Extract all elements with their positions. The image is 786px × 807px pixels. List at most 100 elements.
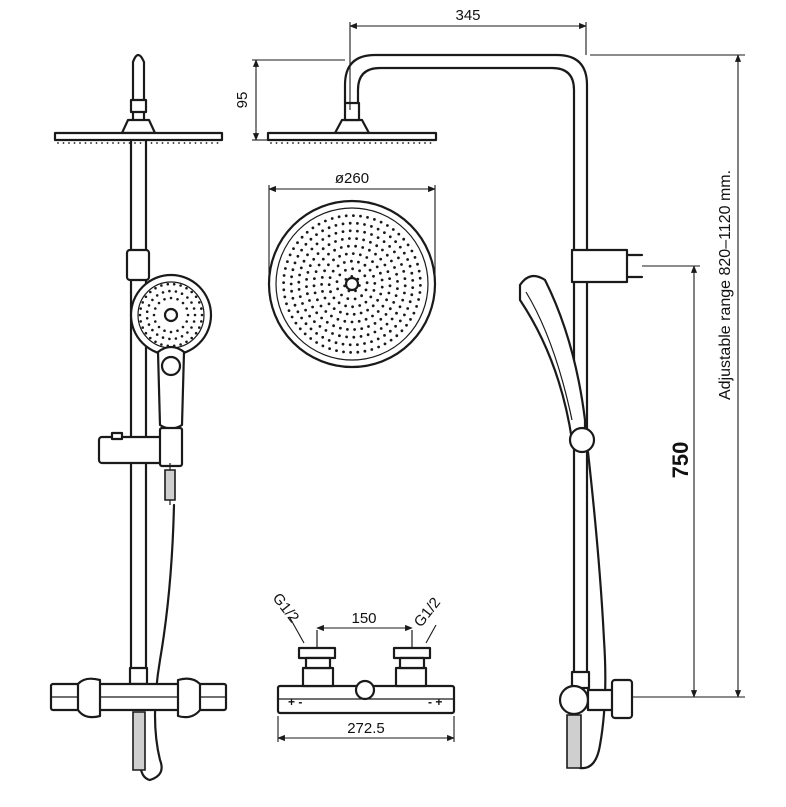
nozzle [398,245,402,249]
nozzle [372,274,375,278]
plate-nozzle [336,142,338,144]
nozzle [357,260,360,264]
nozzle [371,260,374,263]
mixer-center-outlet [354,679,376,701]
nozzle [376,227,380,231]
nozzle [367,325,370,328]
nozzle [321,257,325,261]
thread-right-leader [425,624,437,644]
nozzle [392,301,396,304]
nozzle [316,252,320,256]
front-left-handle [76,677,102,719]
plate-nozzle [402,142,404,144]
nozzle [327,226,331,230]
nozzle [327,263,330,267]
nozzle [356,229,359,233]
nozzle [304,308,307,312]
hand-nozzle [200,313,204,317]
plate-nozzle [325,142,327,144]
front-head-mount [120,118,157,135]
left-inlet-nut [297,646,337,660]
nozzle [359,311,363,315]
nozzle [323,269,326,273]
nozzle [393,250,396,254]
plate-nozzle [319,142,322,144]
nozzle [283,295,287,299]
front-hose [138,503,176,782]
nozzle [401,298,405,302]
nozzle [327,283,331,286]
dim-750-label: 750 [668,442,693,479]
nozzle [338,273,342,277]
hand-nozzle [176,329,179,333]
hand-nozzle [174,337,178,340]
front-top-riser [131,53,146,122]
hand-nozzle [154,320,157,323]
nozzle [398,319,402,323]
nozzle [354,244,357,248]
nozzle [320,276,324,279]
plate-nozzle [303,142,305,144]
plate-nozzle [101,142,103,144]
nozzle [372,289,376,292]
nozzle [391,228,395,231]
nozzle [400,329,404,333]
hand-nozzle [138,313,142,317]
nozzle [330,314,333,318]
nozzle [410,293,414,297]
nozzle [386,270,390,273]
plate-nozzle [429,142,432,144]
nozzle [364,317,368,321]
nozzle [336,287,339,291]
nozzle [290,315,294,319]
plate-nozzle [161,142,164,144]
nozzle [368,248,371,252]
nozzle [386,224,389,227]
nozzle [311,305,314,309]
nozzle [348,221,352,225]
plate-nozzle [275,142,278,144]
nozzle [349,351,352,354]
side-ball-joint [343,101,361,122]
nozzle [360,294,363,298]
hand-nozzle [149,290,152,294]
hand-nozzle [194,295,198,299]
nozzle [360,327,364,330]
nozzle [320,283,323,286]
nozzle [334,231,338,235]
nozzle [383,342,387,346]
hand-nozzle [151,298,154,302]
nozzle [340,293,343,297]
nozzle [318,325,322,328]
nozzle [365,281,369,285]
nozzle [382,240,386,244]
hand-nozzle [176,298,179,301]
nozzle [381,248,384,252]
nozzle [321,344,325,348]
hand-nozzle [149,336,152,340]
nozzle [306,292,309,296]
nozzle [379,257,383,261]
nozzle [406,307,410,310]
plate-nozzle [330,142,333,144]
nozzle [285,302,288,306]
nozzle [363,274,367,278]
nozzle [352,335,356,339]
plate-nozzle [281,142,283,144]
front-right-handle [176,677,202,719]
plate-nozzle [178,142,180,144]
front-riser-clamp [125,248,151,282]
nozzle [375,265,379,269]
nozzle [332,296,336,300]
nozzle [373,282,377,285]
nozzle [403,277,407,280]
hand-nozzle [154,307,157,310]
plate-nozzle [117,142,120,144]
hand-nozzle [200,307,203,310]
nozzle [366,308,369,312]
nozzle [293,303,297,307]
hand-nozzle [190,290,193,294]
nozzle [300,248,303,252]
nozzle [324,310,328,313]
nozzle [410,271,414,275]
